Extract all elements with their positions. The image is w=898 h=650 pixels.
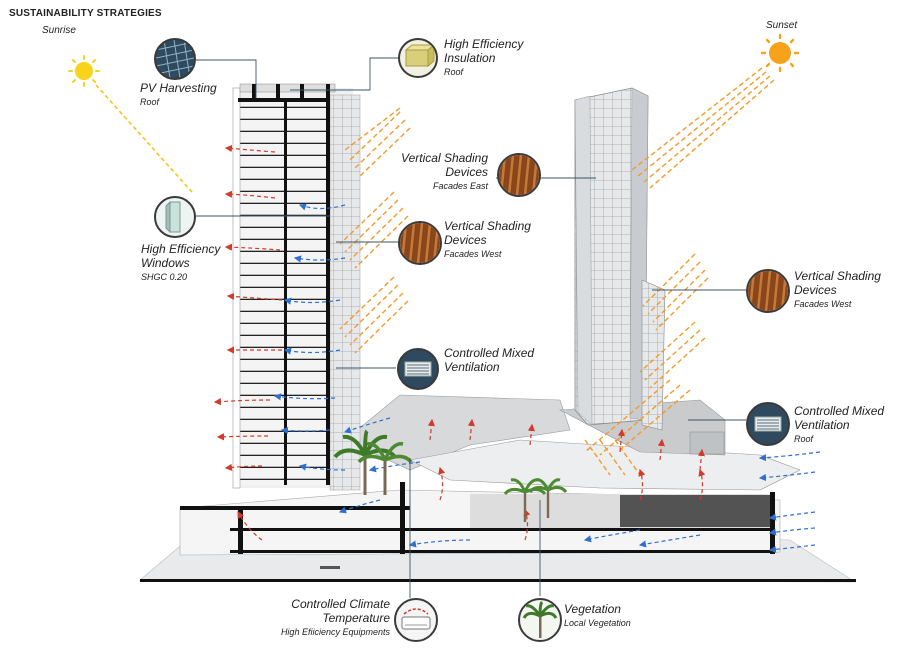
- windows-sub: SHGC 0.20: [141, 271, 188, 282]
- vsd-west-1-label: Vertical Shading Devices Facades West: [444, 219, 531, 259]
- climate-title-2: Temperature: [322, 610, 390, 625]
- window-icon: [154, 196, 196, 238]
- left-tower: [232, 83, 361, 491]
- shading-louver-icon: [398, 221, 442, 265]
- insulation-title-2: Insulation: [444, 50, 496, 65]
- insulation-sub: Roof: [444, 66, 464, 77]
- palm-tree-icon: [518, 598, 562, 642]
- climate-title-1: Controlled Climate: [291, 597, 390, 611]
- vegetation-sub: Local Vegetation: [564, 617, 631, 628]
- vsd-west-1-sub: Facades West: [444, 248, 502, 259]
- sunset-label: Sunset: [766, 20, 798, 31]
- shading-louver-icon: [746, 269, 790, 313]
- pv-harvesting-label: PV Harvesting Roof: [140, 81, 217, 107]
- callout-leader-lines: [196, 57, 746, 598]
- ventilation-icon: [397, 348, 439, 390]
- podium-base: [139, 394, 857, 583]
- vsd-east-sub: Facades East: [432, 180, 488, 191]
- sunrise-ray: [95, 84, 193, 193]
- vent-2-label: Controlled Mixed Ventilation Roof: [794, 404, 885, 444]
- vsd-east-title-2: Devices: [445, 164, 488, 179]
- sunrise-label: Sunrise: [42, 25, 76, 36]
- vsd-east-label: Vertical Shading Devices Facades East: [398, 151, 488, 191]
- vsd-west-2-sub: Facades West: [794, 298, 852, 309]
- palm-trees: [333, 429, 568, 522]
- vent-1-title-2: Ventilation: [444, 359, 500, 374]
- pv-harvesting-sub: Roof: [140, 96, 160, 107]
- insulation-label: High Efficiency Insulation Roof: [444, 37, 524, 77]
- vent-2-title-2: Ventilation: [794, 417, 850, 432]
- windows-title-2: Windows: [141, 255, 190, 270]
- windows-label: High Efficiency Windows SHGC 0.20: [141, 242, 221, 282]
- diagram-heading: SUSTAINABILITY STRATEGIES: [9, 8, 162, 19]
- climate-label: Controlled Climate Temperature High Efii…: [270, 597, 390, 637]
- air-conditioner-icon: [394, 598, 438, 642]
- pv-harvesting-title: PV Harvesting: [140, 81, 217, 95]
- insulation-title-1: High Efficiency: [444, 37, 524, 51]
- vsd-west-1-title-1: Vertical Shading: [444, 219, 531, 233]
- solar-panel-icon: [154, 38, 196, 80]
- insulation-icon: [398, 38, 438, 78]
- vegetation-label: Vegetation Local Vegetation: [564, 602, 631, 628]
- shading-louver-icon: [497, 153, 541, 197]
- right-tower: [574, 87, 666, 431]
- windows-title-1: High Efficiency: [141, 242, 221, 256]
- vent-1-title-1: Controlled Mixed: [444, 346, 535, 360]
- vsd-west-2-title-1: Vertical Shading: [794, 269, 881, 283]
- vent-2-title-1: Controlled Mixed: [794, 404, 885, 418]
- vsd-west-1-title-2: Devices: [444, 232, 487, 247]
- vent-1-label: Controlled Mixed Ventilation: [444, 346, 535, 375]
- climate-sub: High Efiiciency Equipments: [280, 626, 390, 637]
- vegetation-title: Vegetation: [564, 602, 621, 616]
- warm-air-flows: [213, 144, 706, 541]
- sun-ray-bundles: [339, 67, 775, 476]
- sunset-sun-icon: [760, 33, 800, 73]
- sunrise-sun-icon: [68, 55, 100, 87]
- vsd-west-2-label: Vertical Shading Devices Facades West: [794, 269, 881, 309]
- cool-air-flows: [273, 203, 821, 553]
- ventilation-icon: [746, 402, 790, 446]
- vsd-west-2-title-2: Devices: [794, 282, 837, 297]
- vent-2-sub: Roof: [794, 433, 814, 444]
- vsd-east-title-1: Vertical Shading: [401, 151, 488, 165]
